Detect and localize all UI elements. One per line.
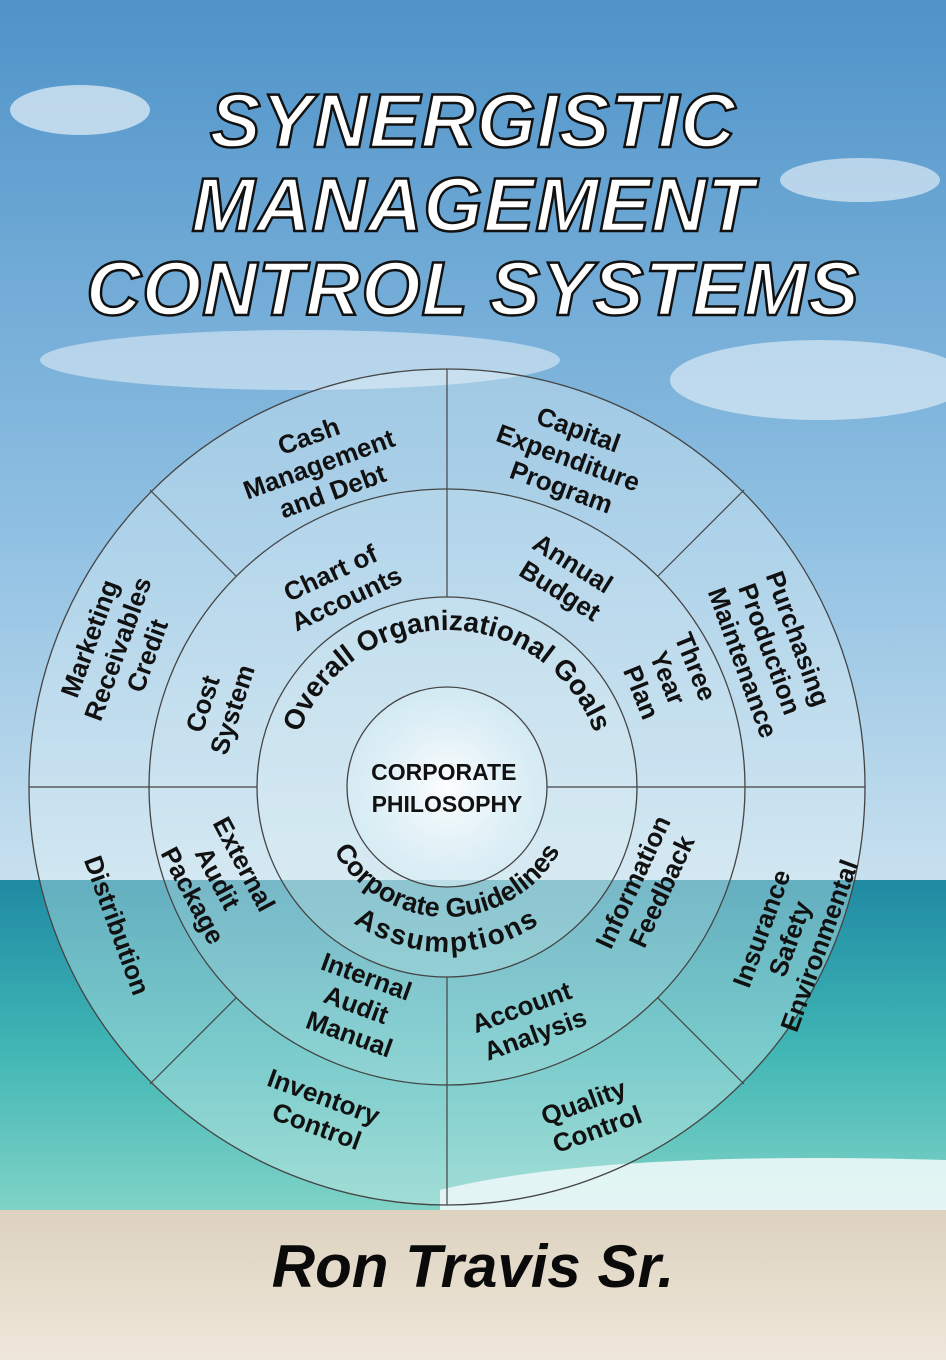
title-line-2: MANAGEMENT xyxy=(190,163,755,248)
center-label: CORPORATE PHILOSOPHY xyxy=(371,759,523,817)
sand xyxy=(0,1210,946,1360)
segment-capital-expenditure: Capital Expenditure Program xyxy=(482,390,661,528)
control-wheel-diagram: CORPORATE PHILOSOPHY Overall Organizatio… xyxy=(28,368,866,1206)
cloud xyxy=(40,330,560,390)
title-line-1: SYNERGISTIC xyxy=(209,79,737,164)
author-name: Ron Travis Sr. xyxy=(271,1233,675,1300)
sea xyxy=(0,880,946,1210)
center-circle xyxy=(346,686,548,888)
title-line-3: CONTROL SYSTEMS xyxy=(85,247,860,332)
cloud xyxy=(670,340,946,420)
wave xyxy=(440,1158,946,1215)
cloud xyxy=(10,85,150,135)
cloud xyxy=(780,158,940,202)
